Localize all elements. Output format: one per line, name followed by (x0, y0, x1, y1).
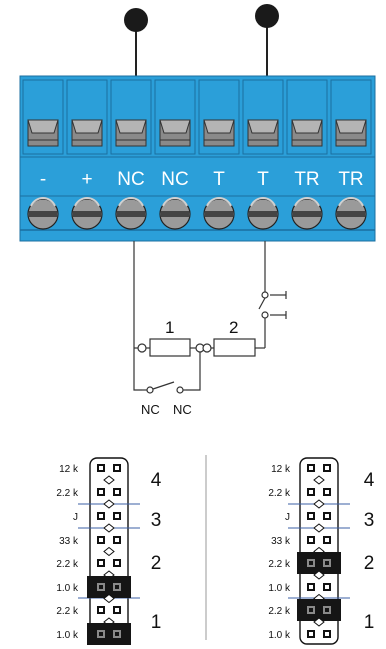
probe-dot-1 (124, 8, 148, 32)
jumper-row-label: 33 k (59, 536, 79, 547)
terminal-clamp (71, 119, 103, 147)
screw-icon (247, 197, 279, 230)
jumper-group-number: 4 (151, 470, 162, 491)
terminal-label: NC (161, 169, 188, 190)
jumper-row-label: 1.0 k (56, 630, 79, 641)
jumper-row-label: J (285, 512, 290, 523)
circuit (133, 241, 287, 394)
probe-dot-2 (255, 4, 279, 28)
jumper-row-label: 1.0 k (56, 583, 79, 594)
jumper-block-1: 12 k 2.2 k J 33 k 2.2 k 1.0 k 2.2 k 1.0 k 4 3 2 1 (56, 457, 162, 645)
jumper-group-number: 3 (364, 510, 375, 531)
jumper-block-2: 12 k 2.2 k J 33 k 2.2 k 1.0 k 2.2 k 1.0 k 4 3 2 1 (268, 457, 375, 645)
terminal-label: + (81, 169, 92, 190)
nc-contact-label-2: NC (173, 402, 192, 417)
jumper-row-label: 2.2 k (56, 559, 79, 570)
terminal-clamp (335, 119, 367, 147)
jumper-cap (87, 576, 131, 598)
terminal-label: - (40, 169, 46, 190)
jumper-row-label: 2.2 k (268, 606, 291, 617)
screw-icon (115, 197, 147, 230)
jumper-group-number: 2 (151, 553, 162, 574)
resistor-2-label: 2 (229, 318, 238, 337)
jumper-group-number: 3 (151, 510, 162, 531)
screw-icon (27, 197, 59, 230)
terminal-clamp (203, 119, 235, 147)
jumper-row-label: 33 k (271, 536, 291, 547)
terminal-clamp (247, 119, 279, 147)
resistor-1 (149, 338, 191, 357)
jumper-row-label: 2.2 k (268, 559, 291, 570)
jumper-row-label: 12 k (59, 464, 79, 475)
terminal-label: TR (294, 169, 319, 190)
jumper-group-number: 4 (364, 470, 375, 491)
nc-contact-label-1: NC (141, 402, 160, 417)
terminal-label: NC (117, 169, 144, 190)
terminal-clamp (27, 119, 59, 147)
terminal-label: TR (338, 169, 363, 190)
jumper-group-number: 1 (364, 612, 375, 633)
resistor-2 (213, 338, 256, 357)
terminal-clamp (115, 119, 147, 147)
jumper-cap (87, 623, 131, 645)
jumper-row-label: J (73, 512, 78, 523)
terminal-block: - + NC NC T T TR TR (19, 75, 376, 242)
terminal-label: T (213, 169, 225, 190)
jumper-cap (297, 599, 341, 621)
jumper-row-label: 12 k (271, 464, 291, 475)
screw-icon (335, 197, 367, 230)
jumper-row-label: 1.0 k (268, 630, 291, 641)
screw-icon (291, 197, 323, 230)
jumper-group-number: 1 (151, 612, 162, 633)
resistor-1-label: 1 (165, 318, 174, 337)
jumper-group-number: 2 (364, 553, 375, 574)
terminal-clamp (291, 119, 323, 147)
terminal-clamp (159, 119, 191, 147)
probe-wires (124, 4, 279, 128)
screw-icon (159, 197, 191, 230)
terminal-label: T (257, 169, 269, 190)
jumper-row-label: 2.2 k (56, 488, 79, 499)
jumper-row-label: 2.2 k (56, 606, 79, 617)
jumper-row-label: 1.0 k (268, 583, 291, 594)
jumper-row-label: 2.2 k (268, 488, 291, 499)
jumper-cap (297, 552, 341, 574)
screw-icon (203, 197, 235, 230)
screw-icon (71, 197, 103, 230)
